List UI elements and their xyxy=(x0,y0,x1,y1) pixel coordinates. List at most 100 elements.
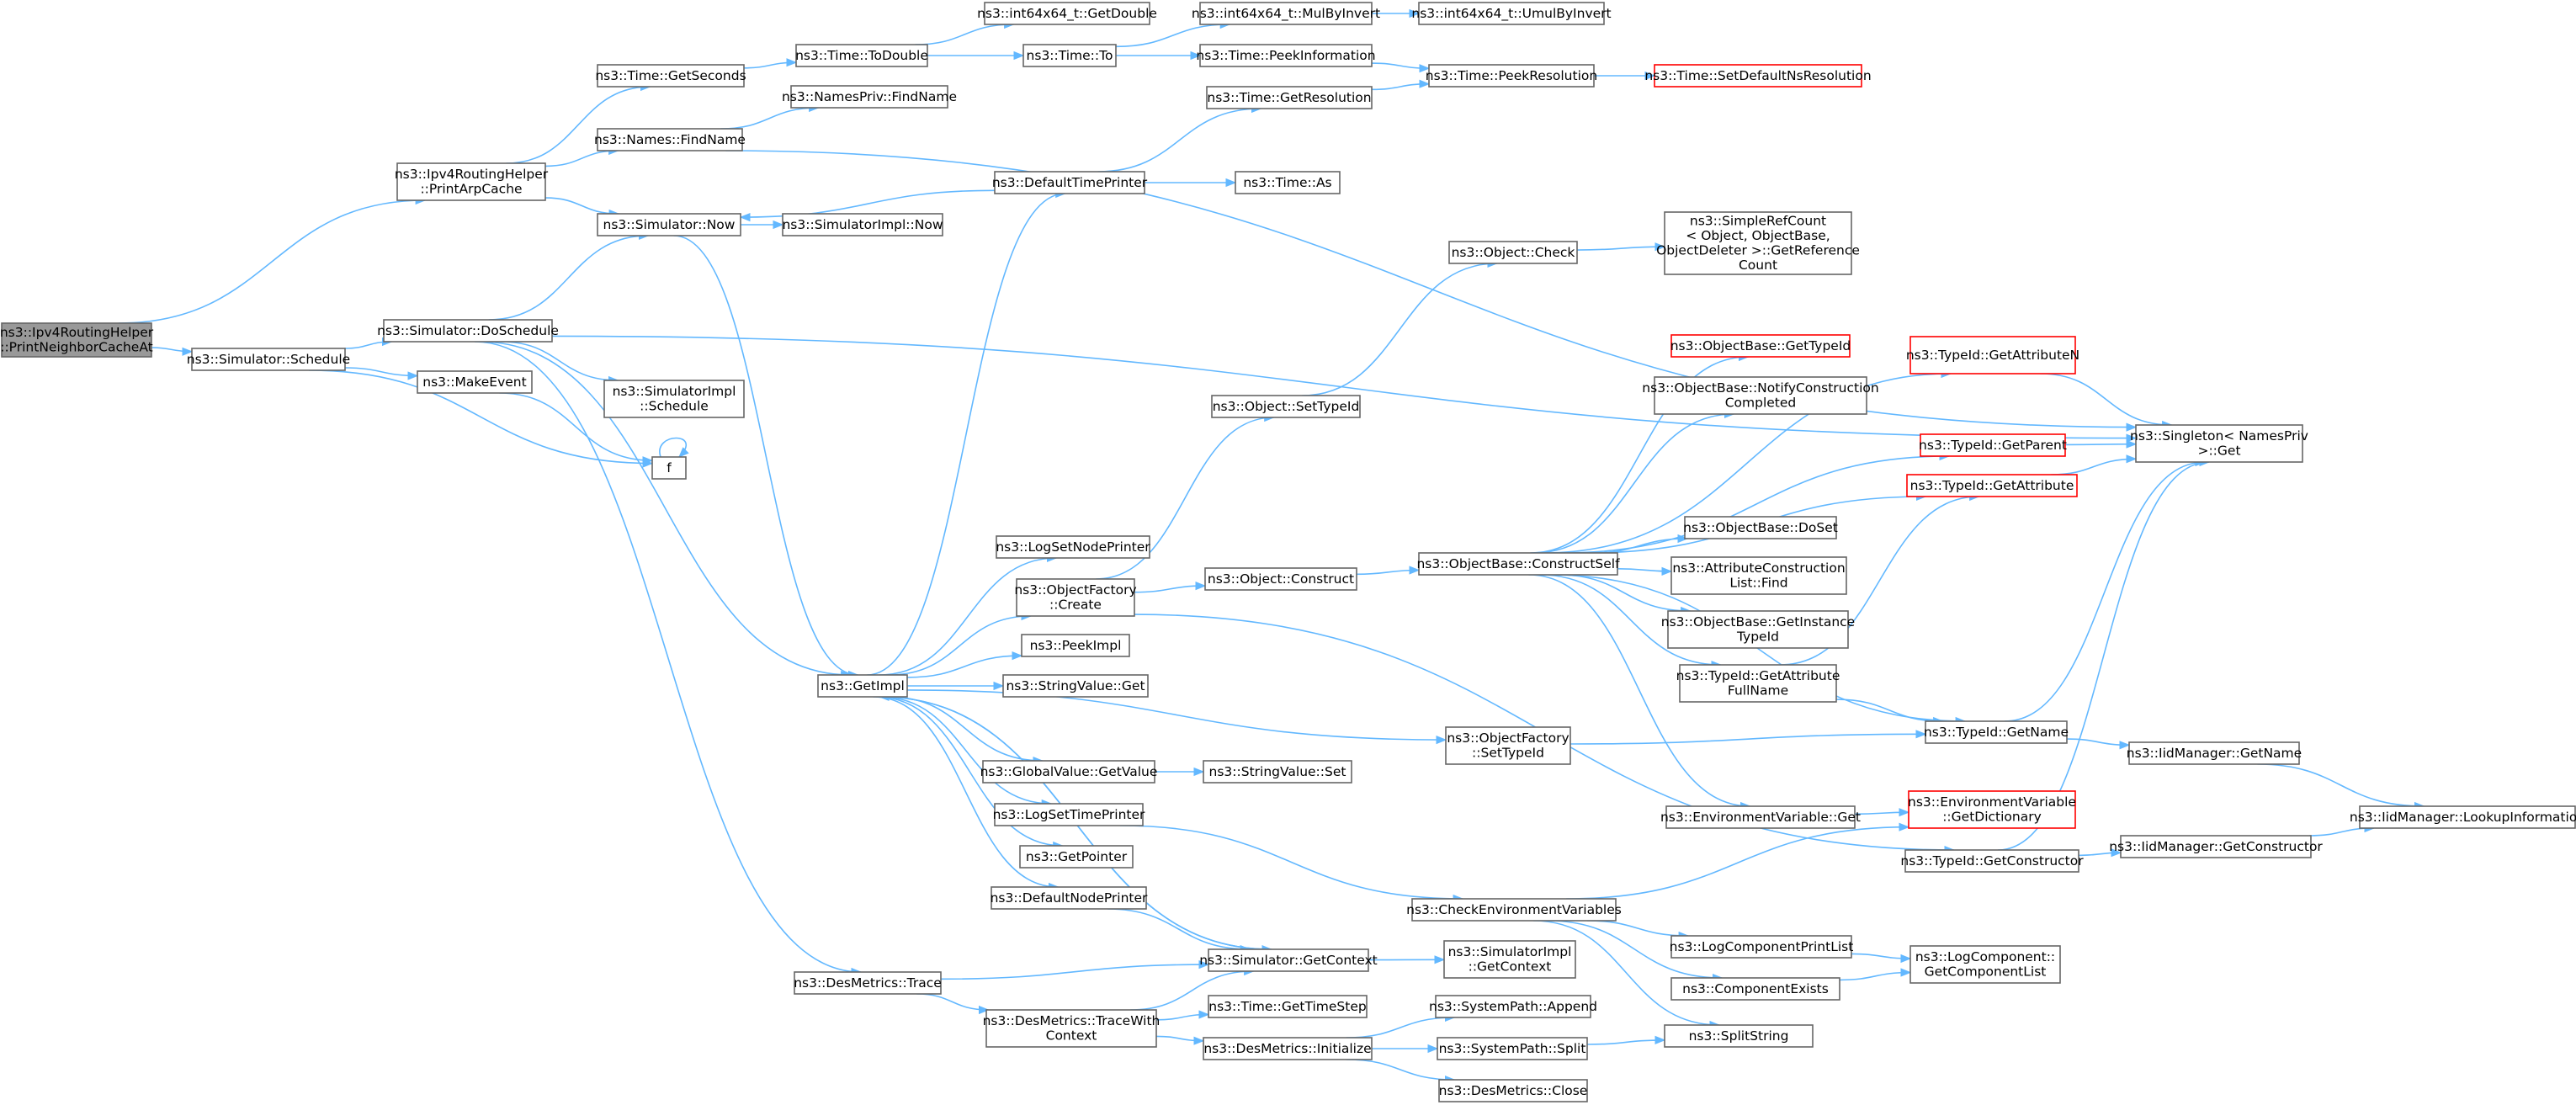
node-simgetctx[interactable]: ns3::Simulator::GetContext xyxy=(1199,948,1378,972)
node-gettimestep[interactable]: ns3::Time::GetTimeStep xyxy=(1208,995,1368,1018)
node-simplerefcount[interactable]: ns3::SimpleRefCount< Object, ObjectBase,… xyxy=(1656,211,1860,275)
node-printarp[interactable]: ns3::Ipv4RoutingHelper::PrintArpCache xyxy=(395,162,549,201)
node-getattr[interactable]: ns3::TypeId::GetAttribute xyxy=(1906,474,2078,497)
node-label: ns3::ObjectFactory xyxy=(1014,582,1136,598)
node-simimplctx[interactable]: ns3::SimulatorImpl::GetContext xyxy=(1443,940,1576,979)
node-logsettime[interactable]: ns3::LogSetTimePrinter xyxy=(993,803,1145,826)
node-box xyxy=(1438,1079,1588,1102)
call-edge xyxy=(1586,920,1690,941)
node-getdouble[interactable]: ns3::int64x64_t::GetDouble xyxy=(977,2,1157,25)
node-umulbyinvert[interactable]: ns3::int64x64_t::UmulByInvert xyxy=(1411,2,1612,25)
node-globalget[interactable]: ns3::GlobalValue::GetValue xyxy=(980,760,1158,784)
node-label: ns3::LogSetNodePrinter xyxy=(996,539,1150,555)
node-constructself[interactable]: ns3::ObjectBase::ConstructSelf xyxy=(1416,552,1620,576)
node-sysappend[interactable]: ns3::SystemPath::Append xyxy=(1429,995,1597,1018)
node-box xyxy=(1002,674,1149,698)
node-timeas[interactable]: ns3::Time::As xyxy=(1235,171,1341,194)
node-logcomplist[interactable]: ns3::LogComponent::GetComponentList xyxy=(1909,945,2061,984)
node-box xyxy=(383,319,553,343)
node-desmtrace[interactable]: ns3::DesMetrics::Trace xyxy=(794,971,942,995)
node-simimplnow[interactable]: ns3::SimulatorImpl::Now xyxy=(782,213,943,236)
node-logcompprint[interactable]: ns3::LogComponentPrintList xyxy=(1670,935,1854,959)
node-getattrn[interactable]: ns3::TypeId::GetAttributeN xyxy=(1906,336,2079,375)
node-mulbyinvert[interactable]: ns3::int64x64_t::MulByInvert xyxy=(1192,2,1380,25)
node-doschedule[interactable]: ns3::Simulator::DoSchedule xyxy=(377,319,559,343)
node-box xyxy=(2135,424,2303,463)
node-peekres[interactable]: ns3::Time::PeekResolution xyxy=(1426,64,1597,88)
node-box xyxy=(1654,376,1867,415)
node-box xyxy=(1448,241,1578,264)
node-label: ns3::StringValue::Get xyxy=(1006,678,1145,693)
node-singleton[interactable]: ns3::Singleton< NamesPriv >::Get xyxy=(2130,424,2308,463)
node-setdefres[interactable]: ns3::Time::SetDefaultNsResolution xyxy=(1644,64,1872,88)
call-edge xyxy=(501,341,619,385)
node-box xyxy=(1022,44,1117,67)
call-edge xyxy=(1134,581,1207,593)
node-getseconds[interactable]: ns3::Time::GetSeconds xyxy=(595,64,746,88)
node-compexists[interactable]: ns3::ComponentExists xyxy=(1670,977,1840,1001)
node-typegetctor[interactable]: ns3::TypeId::GetConstructor xyxy=(1900,849,2084,873)
node-stringget[interactable]: ns3::StringValue::Get xyxy=(1002,674,1149,698)
call-edge xyxy=(1155,1010,1210,1021)
node-box xyxy=(1909,945,2061,984)
node-desmclose[interactable]: ns3::DesMetrics::Close xyxy=(1438,1079,1588,1102)
node-label: ns3::ObjectBase::ConstructSelf xyxy=(1416,556,1620,571)
node-timeto[interactable]: ns3::Time::To xyxy=(1022,44,1117,67)
node-label: ns3::GlobalValue::GetValue xyxy=(980,764,1158,779)
node-box xyxy=(597,64,745,88)
call-edge xyxy=(1839,968,1912,981)
call-edge xyxy=(488,231,650,321)
call-edge xyxy=(743,58,798,69)
node-splitstring[interactable]: ns3::SplitString xyxy=(1664,1024,1814,1048)
node-label: ns3::Simulator::Now xyxy=(603,217,736,232)
node-stringset[interactable]: ns3::StringValue::Set xyxy=(1203,760,1352,784)
node-envdict[interactable]: ns3::EnvironmentVariable::GetDictionary xyxy=(1908,790,2076,829)
node-objfactcreate[interactable]: ns3::ObjectFactory::Create xyxy=(1014,578,1137,617)
node-ofsettypeid[interactable]: ns3::ObjectFactory::SetTypeId xyxy=(1445,726,1571,765)
node-simnow[interactable]: ns3::Simulator::Now xyxy=(597,213,741,236)
node-root[interactable]: ns3::Ipv4RoutingHelper::PrintNeighborCac… xyxy=(0,322,154,358)
node-namesfind[interactable]: ns3::Names::FindName xyxy=(594,128,746,151)
node-defnodeprinter[interactable]: ns3::DefaultNodePrinter xyxy=(991,886,1148,910)
call-edge xyxy=(2309,823,2376,837)
node-namespriv[interactable]: ns3::NamesPriv::FindName xyxy=(782,85,957,109)
node-obgettypeid[interactable]: ns3::ObjectBase::GetTypeId xyxy=(1670,334,1851,358)
node-objsettypeid[interactable]: ns3::Object::SetTypeId xyxy=(1211,395,1361,418)
node-checkenv[interactable]: ns3::CheckEnvironmentVariables xyxy=(1406,898,1622,922)
node-label: ns3::Time::PeekResolution xyxy=(1426,68,1597,83)
node-simimplsched[interactable]: ns3::SimulatorImpl::Schedule xyxy=(603,380,745,418)
node-deftp[interactable]: ns3::DefaultTimePrinter xyxy=(992,171,1148,194)
node-syssplit[interactable]: ns3::SystemPath::Split xyxy=(1437,1037,1588,1060)
node-desminit[interactable]: ns3::DesMetrics::Initialize xyxy=(1203,1037,1373,1060)
node-envget[interactable]: ns3::EnvironmentVariable::Get xyxy=(1660,805,1861,829)
node-getres[interactable]: ns3::Time::GetResolution xyxy=(1206,86,1373,109)
node-label: ns3::LogComponentPrintList xyxy=(1670,939,1854,954)
node-label: ns3::Simulator::GetContext xyxy=(1199,953,1378,968)
node-getparent[interactable]: ns3::TypeId::GetParent xyxy=(1919,433,2067,457)
node-schedule[interactable]: ns3::Simulator::Schedule xyxy=(187,348,350,371)
node-typegetname[interactable]: ns3::TypeId::GetName xyxy=(1924,720,2069,744)
call-edge xyxy=(916,993,990,1015)
node-iidlookup[interactable]: ns3::IidManager::LookupInformation xyxy=(2350,805,2576,829)
node-obdoset[interactable]: ns3::ObjectBase::DoSet xyxy=(1683,516,1838,539)
node-f[interactable]: f xyxy=(651,456,687,480)
node-objcheck[interactable]: ns3::Object::Check xyxy=(1448,241,1578,264)
node-box xyxy=(994,803,1144,826)
node-label: ns3::Time::GetTimeStep xyxy=(1208,999,1366,1014)
node-getimpl[interactable]: ns3::GetImpl xyxy=(817,674,908,698)
node-todouble[interactable]: ns3::Time::ToDouble xyxy=(795,44,928,67)
node-iidgetctor[interactable]: ns3::IidManager::GetConstructor xyxy=(2109,835,2323,858)
call-edge xyxy=(1854,808,1910,817)
node-iidgetname[interactable]: ns3::IidManager::GetName xyxy=(2127,741,2302,765)
node-logsetnode[interactable]: ns3::LogSetNodePrinter xyxy=(996,535,1150,559)
node-peekinfo[interactable]: ns3::Time::PeekInformation xyxy=(1196,44,1376,67)
node-makeevent[interactable]: ns3::MakeEvent xyxy=(417,370,533,394)
node-obnotify[interactable]: ns3::ObjectBase::NotifyConstructionCompl… xyxy=(1642,376,1879,415)
node-getpointer[interactable]: ns3::GetPointer xyxy=(1019,845,1134,869)
node-objconstruct[interactable]: ns3::Object::Construct xyxy=(1204,567,1357,591)
node-peekimpl[interactable]: ns3::PeekImpl xyxy=(1021,634,1130,657)
